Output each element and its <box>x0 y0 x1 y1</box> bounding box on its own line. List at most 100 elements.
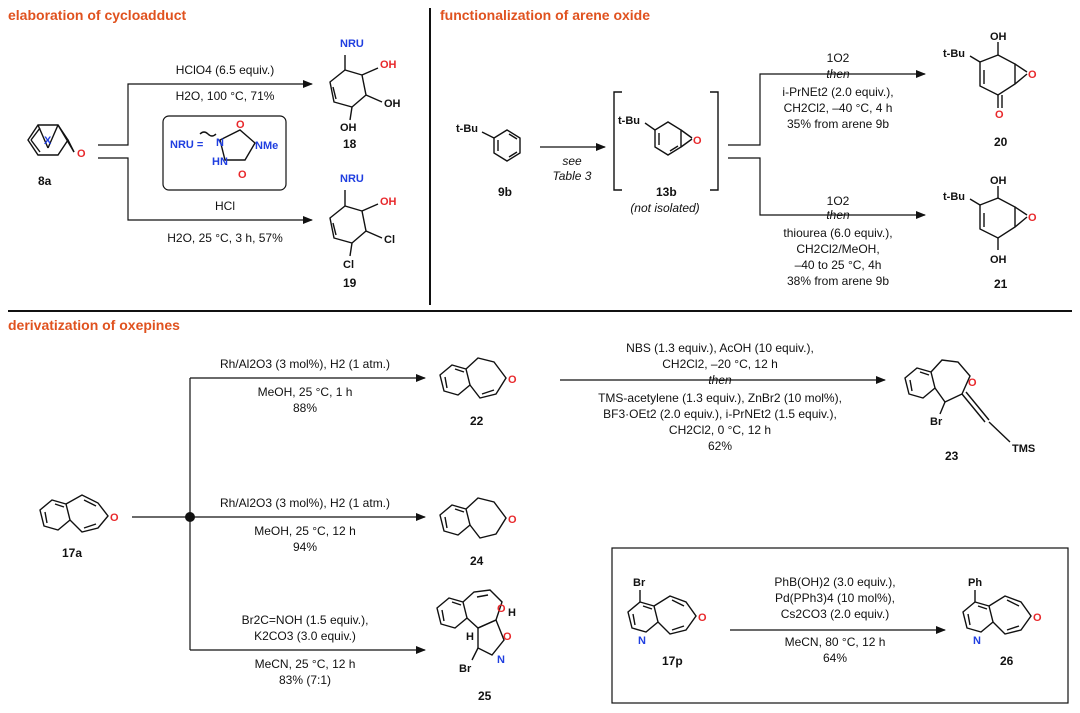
arrow-to-21 <box>728 157 926 219</box>
urazole-hn: HN <box>212 156 228 168</box>
atom-26-ph: Ph <box>968 577 982 589</box>
bracket-right <box>710 91 719 191</box>
conditions-25-line4: 83% (7:1) <box>279 673 331 687</box>
compound-20-structure: O OH O t-Bu <box>943 31 1037 121</box>
compound-label-25: 25 <box>478 689 492 703</box>
conditions-21-line3: CH2Cl2/MeOH, <box>796 242 879 256</box>
suzuki-coupling-box <box>611 547 1069 704</box>
compound-label-13b: 13b <box>656 185 677 199</box>
atom-13b-tbu: t-Bu <box>618 115 640 127</box>
atom-23-br: Br <box>930 416 943 428</box>
compound-26-structure: N Ph O <box>962 577 1042 647</box>
conditions-23-line3: TMS-acetylene (1.3 equiv.), ZnBr2 (10 mo… <box>598 391 842 405</box>
section-title-functionalization: functionalization of arene oxide <box>440 7 650 23</box>
compound-24-structure: O <box>439 497 517 539</box>
atom-17p-o: O <box>698 612 707 624</box>
conditions-23-line4: BF3·OEt2 (2.0 equiv.), i-PrNEt2 (1.5 equ… <box>603 407 837 421</box>
compound-8a-structure: X O <box>27 124 86 160</box>
conditions-21-line4: –40 to 25 °C, 4h <box>795 258 882 272</box>
atom-25-h2: H <box>466 631 474 643</box>
conditions-21-singlet-oxygen: 1O2 <box>827 194 850 208</box>
atom-22-o: O <box>508 374 517 386</box>
atom-13b-o: O <box>693 135 702 147</box>
atom-21-tbu: t-Bu <box>943 191 965 203</box>
atom-18-oh1: OH <box>380 59 397 71</box>
conditions-24-bottom1: MeOH, 25 °C, 12 h <box>254 524 356 538</box>
conditions-22-bottom1: MeOH, 25 °C, 1 h <box>258 385 353 399</box>
atom-20-oh: OH <box>990 31 1007 43</box>
conditions-21-line5: 38% from arene 9b <box>787 274 889 288</box>
compound-label-21: 21 <box>994 277 1008 291</box>
compound-18-structure: NRU OH OH OH <box>329 38 401 134</box>
conditions-26-line5: 64% <box>823 651 847 665</box>
compound-label-23: 23 <box>945 449 959 463</box>
conditions-25-line3: MeCN, 25 °C, 12 h <box>255 657 356 671</box>
conditions-23-line5: CH2Cl2, 0 °C, 12 h <box>669 423 771 437</box>
compound-label-20: 20 <box>994 135 1008 149</box>
atom-25-o1: O <box>497 603 506 615</box>
atom-9b-tbu: t-Bu <box>456 123 478 135</box>
atom-18-oh3: OH <box>340 122 357 134</box>
atom-18-oh2: OH <box>384 98 401 110</box>
conditions-23-line1: NBS (1.3 equiv.), AcOH (10 equiv.), <box>626 341 814 355</box>
urazole-nme: NMe <box>255 140 278 152</box>
conditions-20-then: then <box>826 67 850 81</box>
note-not-isolated: (not isolated) <box>630 201 699 215</box>
conditions-22-bottom2: 88% <box>293 401 317 415</box>
compound-label-24: 24 <box>470 554 484 568</box>
compound-label-8a: 8a <box>38 174 52 188</box>
atom-23-tms: TMS <box>1012 443 1035 455</box>
atom-20-tbu: t-Bu <box>943 48 965 60</box>
conditions-24-top: Rh/Al2O3 (3 mol%), H2 (1 atm.) <box>220 496 390 510</box>
conditions-26-line2: Pd(PPh3)4 (10 mol%), <box>775 591 895 605</box>
conditions-21-then: then <box>826 208 850 222</box>
conditions-23-line2: CH2Cl2, –20 °C, 12 h <box>662 357 778 371</box>
conditions-23-then: then <box>708 373 732 387</box>
conditions-21-line2: thiourea (6.0 equiv.), <box>783 226 892 240</box>
atom-20-epoxide-o: O <box>1028 69 1037 81</box>
section-title-elaboration: elaboration of cycloadduct <box>8 7 186 23</box>
atom-17a-o: O <box>110 512 119 524</box>
compound-19-structure: NRU OH Cl Cl <box>329 173 397 271</box>
compound-9b-structure: t-Bu <box>456 123 521 162</box>
atom-25-h1: H <box>508 607 516 619</box>
atom-21-oh1: OH <box>990 175 1007 187</box>
compound-label-26: 26 <box>1000 654 1014 668</box>
compound-label-19: 19 <box>343 276 357 290</box>
note-table3: Table 3 <box>553 169 592 183</box>
compound-17p-structure: N Br O <box>627 577 707 647</box>
compound-23-structure: O Br TMS <box>904 359 1035 455</box>
conditions-25-line1: Br2C=NOH (1.5 equiv.), <box>242 613 369 627</box>
atom-25-n: N <box>497 654 505 666</box>
atom-23-o: O <box>968 377 977 389</box>
conditions-18-bottom: H2O, 100 °C, 71% <box>176 89 275 103</box>
atom-17p-n: N <box>638 635 646 647</box>
conditions-25-line2: K2CO3 (3.0 equiv.) <box>254 629 356 643</box>
compound-label-18: 18 <box>343 137 357 151</box>
nru-equals-label: NRU = <box>170 139 203 151</box>
conditions-19-bottom: H2O, 25 °C, 3 h, 57% <box>167 231 283 245</box>
conditions-22-top: Rh/Al2O3 (3 mol%), H2 (1 atm.) <box>220 357 390 371</box>
atom-19-cl2: Cl <box>343 259 354 271</box>
atom-21-oh2: OH <box>990 254 1007 266</box>
epoxide-oxygen: O <box>77 148 86 160</box>
atom-26-n: N <box>973 635 981 647</box>
compound-label-17a: 17a <box>62 546 82 560</box>
arrow-to-20 <box>728 70 926 146</box>
atom-25-br: Br <box>459 663 472 675</box>
compound-label-22: 22 <box>470 414 484 428</box>
compound-25-structure: O H H O N Br <box>436 589 516 675</box>
atom-25-o2: O <box>503 631 512 643</box>
conditions-24-bottom2: 94% <box>293 540 317 554</box>
urazole-n1: N <box>216 137 224 149</box>
conditions-20-line3: CH2Cl2, –40 °C, 4 h <box>784 101 893 115</box>
compound-label-9b: 9b <box>498 185 512 199</box>
conditions-19-top: HCl <box>215 199 235 213</box>
atom-17p-br: Br <box>633 577 646 589</box>
bridge-atom-x: X <box>44 135 52 147</box>
conditions-26-line1: PhB(OH)2 (3.0 equiv.), <box>774 575 895 589</box>
urazole-o1: O <box>236 119 245 131</box>
urazole-definition-box <box>162 115 287 191</box>
conditions-20-line2: i-PrNEt2 (2.0 equiv.), <box>782 85 893 99</box>
